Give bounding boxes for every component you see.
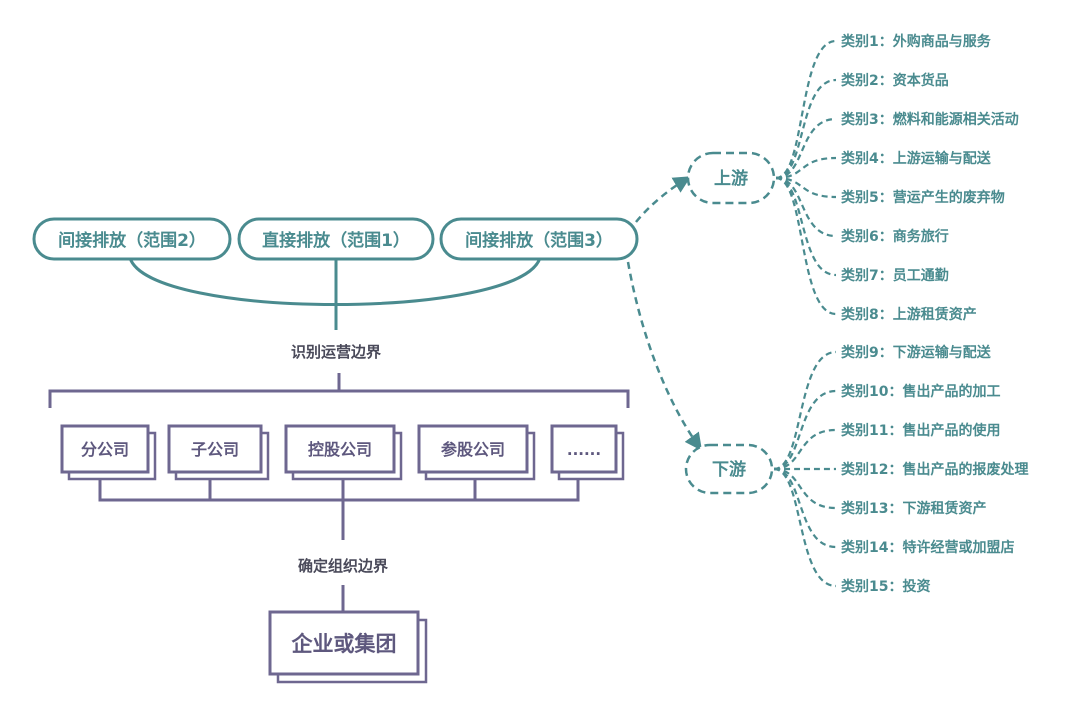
entity-box-subsidiary[interactable]: 子公司 bbox=[167, 424, 270, 481]
downstream-category-list: 类别9：下游运输与配送类别10：售出产品的加工类别11：售出产品的使用类别12：… bbox=[841, 344, 1028, 595]
upstream-category-link bbox=[775, 156, 837, 180]
upstream-category-link bbox=[775, 176, 837, 316]
downstream-category-item[interactable]: 类别10：售出产品的加工 bbox=[841, 383, 1000, 400]
downstream-category-link bbox=[773, 350, 837, 471]
upstream-node[interactable]: 上游 bbox=[686, 151, 776, 205]
downstream-category-link bbox=[773, 428, 837, 471]
upstream-category-item[interactable]: 类别1：外购商品与服务 bbox=[841, 33, 992, 50]
upstream-category-item[interactable]: 类别6：商务旅行 bbox=[841, 228, 949, 245]
scope-node-indirect-2[interactable]: 间接排放（范围2） bbox=[32, 217, 232, 261]
upstream-category-link bbox=[775, 176, 837, 277]
scope-section: 间接排放（范围2） 直接排放（范围1） 间接排放（范围3） 识别运营边界 bbox=[32, 217, 639, 361]
downstream-category-link bbox=[773, 467, 837, 510]
root-label: 企业或集团 bbox=[291, 632, 397, 656]
upstream-category-link bbox=[775, 78, 837, 180]
scope-label: 间接排放（范围2） bbox=[58, 230, 206, 251]
scope-node-indirect-3[interactable]: 间接排放（范围3） bbox=[439, 217, 639, 261]
upstream-category-item[interactable]: 类别8：上游租赁资产 bbox=[841, 306, 977, 323]
downstream-category-item[interactable]: 类别12：售出产品的报废处理 bbox=[841, 461, 1028, 478]
upstream-category-link bbox=[775, 39, 837, 180]
downstream-arrow bbox=[626, 261, 703, 451]
downstream-category-item[interactable]: 类别13：下游租赁资产 bbox=[841, 500, 986, 517]
upstream-category-links bbox=[775, 39, 837, 316]
downstream-category-item[interactable]: 类别15：投资 bbox=[841, 578, 930, 595]
downstream-category-link bbox=[773, 467, 837, 549]
entity-label: 子公司 bbox=[191, 440, 239, 459]
upstream-category-item[interactable]: 类别2：资本货品 bbox=[841, 72, 949, 89]
upstream-category-link bbox=[775, 176, 837, 238]
root-node-enterprise[interactable]: 企业或集团 bbox=[268, 610, 428, 684]
upstream-label: 上游 bbox=[714, 168, 748, 189]
entity-box-branch[interactable]: 分公司 bbox=[60, 424, 157, 481]
entity-bracket-bottom bbox=[98, 480, 580, 502]
scope-label: 直接排放（范围1） bbox=[262, 230, 410, 251]
downstream-category-item[interactable]: 类别11：售出产品的使用 bbox=[841, 422, 1000, 439]
entity-box-more[interactable]: ...... bbox=[550, 424, 625, 481]
downstream-category-link bbox=[773, 389, 837, 471]
scope3-branches: 上游 下游 类别1：外购商品与服务类别2：资本货品类别3：燃料和能源相关活动类别… bbox=[626, 33, 1028, 595]
upstream-category-link bbox=[775, 176, 837, 199]
upstream-arrow bbox=[635, 176, 692, 223]
operational-boundary-label: 识别运营边界 bbox=[291, 343, 381, 361]
entity-bracket-top bbox=[48, 389, 630, 408]
downstream-category-links bbox=[773, 350, 837, 588]
entity-label: 参股公司 bbox=[441, 440, 505, 459]
entity-label: 分公司 bbox=[81, 440, 129, 459]
organizational-boundary-label: 确定组织边界 bbox=[298, 557, 388, 575]
scope-label: 间接排放（范围3） bbox=[465, 230, 613, 251]
downstream-category-item[interactable]: 类别14：特许经营或加盟店 bbox=[841, 539, 1014, 556]
upstream-category-item[interactable]: 类别3：燃料和能源相关活动 bbox=[841, 111, 1019, 128]
upstream-category-item[interactable]: 类别4：上游运输与配送 bbox=[841, 150, 992, 167]
upstream-category-item[interactable]: 类别7：员工通勤 bbox=[841, 267, 949, 284]
upstream-category-link bbox=[775, 117, 837, 180]
upstream-category-item[interactable]: 类别5：营运产生的废弃物 bbox=[841, 189, 1005, 206]
scope-node-direct-1[interactable]: 直接排放（范围1） bbox=[237, 217, 435, 261]
entity-label: 控股公司 bbox=[308, 440, 372, 459]
entity-box-affiliate[interactable]: 参股公司 bbox=[417, 424, 536, 481]
downstream-node[interactable]: 下游 bbox=[684, 443, 774, 495]
organization-section: 分公司 子公司 控股公司 参股公司 ...... 确定组织边界 bbox=[48, 373, 630, 684]
upstream-category-list: 类别1：外购商品与服务类别2：资本货品类别3：燃料和能源相关活动类别4：上游运输… bbox=[841, 33, 1019, 323]
downstream-label: 下游 bbox=[712, 459, 746, 480]
downstream-category-item[interactable]: 类别9：下游运输与配送 bbox=[841, 344, 992, 361]
downstream-category-link bbox=[773, 467, 837, 588]
entity-label: ...... bbox=[567, 441, 601, 459]
entity-box-holding[interactable]: 控股公司 bbox=[284, 424, 403, 481]
